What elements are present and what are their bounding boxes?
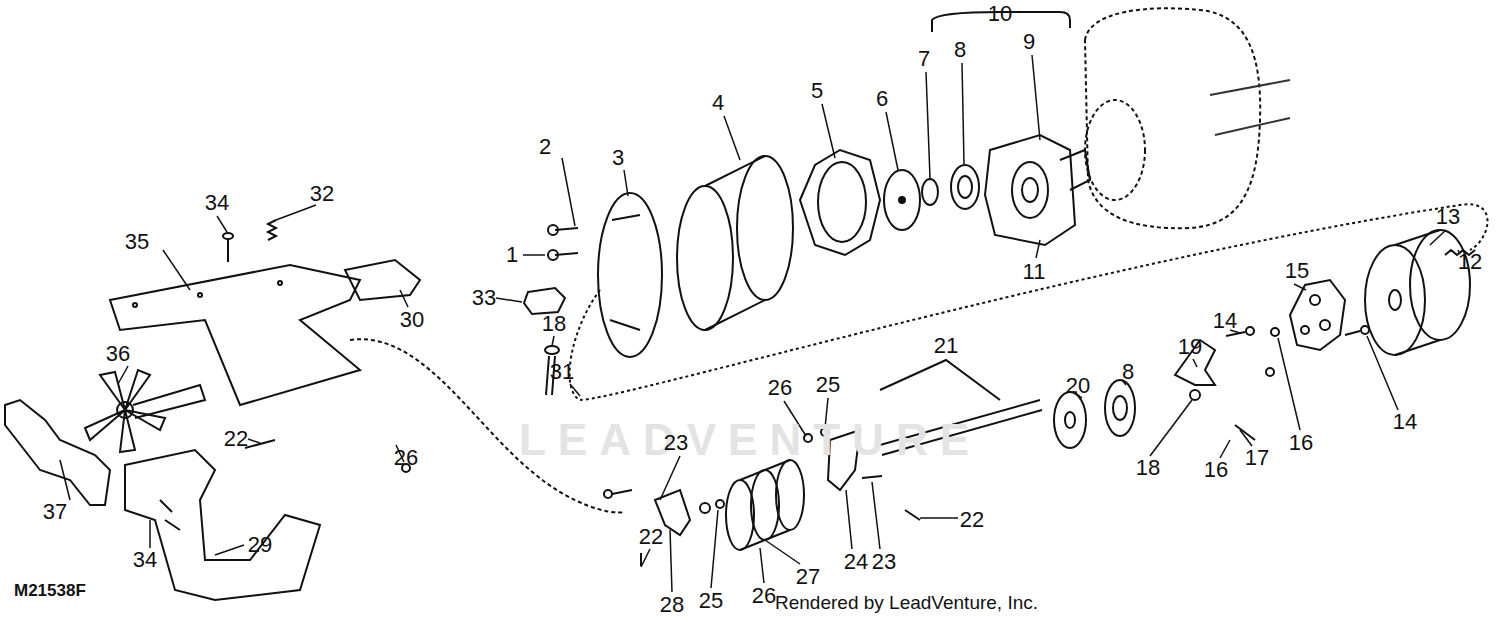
callout-number: 26 [394, 447, 418, 469]
callout-number: 21 [934, 335, 958, 357]
callout-number: 5 [811, 80, 823, 102]
callout-number: 30 [400, 309, 424, 331]
callout-number: 33 [472, 287, 496, 309]
callout-number: 17 [1245, 447, 1269, 469]
callout-number: 20 [1066, 375, 1090, 397]
callout-number: 29 [248, 534, 272, 556]
callout-number: 4 [712, 92, 724, 114]
callout-number: 31 [550, 361, 574, 383]
callout-number: 14 [1393, 411, 1417, 433]
callout-number: 28 [660, 594, 684, 616]
callout-number: 24 [844, 551, 868, 573]
callout-number: 34 [133, 549, 157, 571]
callout-number: 27 [796, 566, 820, 588]
callout-number: 1 [506, 244, 518, 266]
callout-number: 23 [664, 432, 688, 454]
callout-number: 8 [954, 39, 966, 61]
figure-code: M21538F [14, 582, 86, 599]
watermark: LEADVENTURE [519, 418, 981, 462]
callout-number: 2 [539, 136, 551, 158]
callout-number: 37 [43, 501, 67, 523]
callout-number: 35 [125, 231, 149, 253]
callout-number: 32 [310, 183, 334, 205]
callout-number: 25 [699, 590, 723, 612]
callout-number: 22 [639, 526, 663, 548]
callout-number: 12 [1458, 251, 1482, 273]
callout-number: 6 [876, 88, 888, 110]
callout-number: 15 [1285, 260, 1309, 282]
credit-line: Rendered by LeadVenture, Inc. [775, 593, 1038, 612]
callout-number: 26 [752, 585, 776, 607]
callout-number: 13 [1436, 206, 1460, 228]
callout-number: 22 [224, 428, 248, 450]
callout-number: 18 [542, 313, 566, 335]
callout-number: 8 [1122, 361, 1134, 383]
callout-number: 36 [106, 343, 130, 365]
callout-number: 25 [816, 374, 840, 396]
callout-number: 26 [768, 377, 792, 399]
callout-number: 14 [1213, 310, 1237, 332]
callout-number: 9 [1023, 31, 1035, 53]
callout-number: 10 [988, 3, 1012, 25]
callout-number: 23 [872, 551, 896, 573]
callout-number: 22 [960, 509, 984, 531]
callout-number: 16 [1289, 432, 1313, 454]
callout-number: 11 [1023, 261, 1046, 283]
callout-number: 34 [205, 192, 229, 214]
callout-number: 7 [918, 48, 930, 70]
callout-number: 3 [612, 147, 624, 169]
callout-number: 16 [1204, 459, 1228, 481]
callout-number: 19 [1178, 336, 1202, 358]
callout-number: 18 [1136, 457, 1160, 479]
